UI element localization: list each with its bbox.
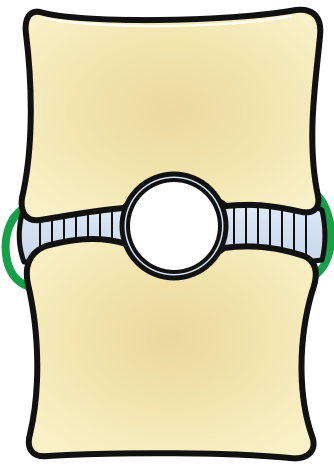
nucleus-core bbox=[128, 180, 220, 272]
nucleus-pulposus bbox=[122, 174, 226, 278]
